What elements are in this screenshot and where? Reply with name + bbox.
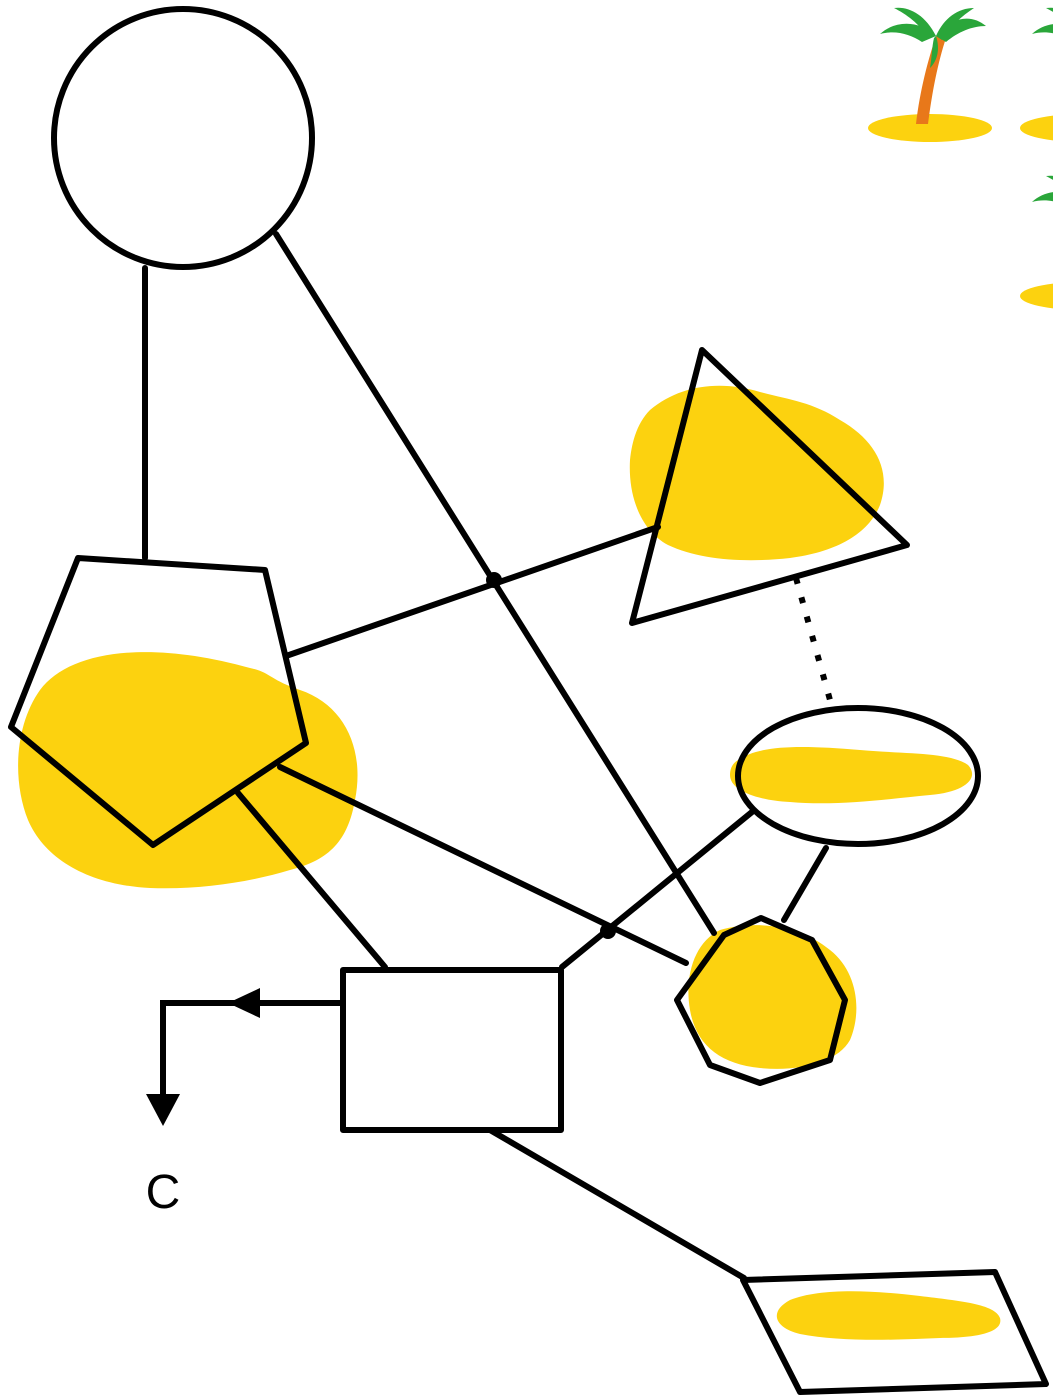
rectangle-node[interactable] <box>340 967 564 1133</box>
pentagon-node[interactable] <box>8 555 309 848</box>
shapes-layer <box>8 6 1049 1395</box>
edge-rectangle-parallelogram <box>487 1127 747 1281</box>
palm-tree-icon <box>1020 7 1053 141</box>
parallelogram-highlight <box>776 1291 1001 1340</box>
arrowhead-down <box>146 1094 180 1126</box>
edge-pentagon-octagon <box>277 764 689 966</box>
exit-arrow-path <box>160 1000 343 1098</box>
edge-ellipse-octagon <box>781 845 829 923</box>
palm-tree-icon <box>1020 175 1053 309</box>
edge-ellipse-rectangle <box>559 809 755 970</box>
edge-pentagon-rectangle <box>235 790 388 970</box>
triangle-node[interactable] <box>629 347 910 626</box>
edge-triangle-ellipse-dotted <box>793 577 833 701</box>
octagon-node[interactable] <box>674 915 848 1086</box>
ellipse-node[interactable] <box>735 705 981 847</box>
palm-tree-icon <box>868 7 992 142</box>
highlight-layer <box>18 385 1001 1340</box>
junction-dot <box>600 923 616 939</box>
palm-trees <box>868 7 1053 309</box>
ellipse-highlight <box>730 747 973 804</box>
octagon-highlight <box>688 925 857 1069</box>
triangle-highlight <box>629 385 884 561</box>
parallelogram-node[interactable] <box>740 1269 1049 1395</box>
exit-label-c: C <box>146 1166 181 1219</box>
arrowheads <box>146 988 260 1126</box>
pentagon-highlight <box>18 652 358 889</box>
edge-pentagon-triangle <box>283 524 661 659</box>
circle-node[interactable] <box>51 6 315 270</box>
junctions <box>486 572 616 939</box>
junction-dot <box>486 572 502 588</box>
arrowhead-left <box>228 988 260 1018</box>
